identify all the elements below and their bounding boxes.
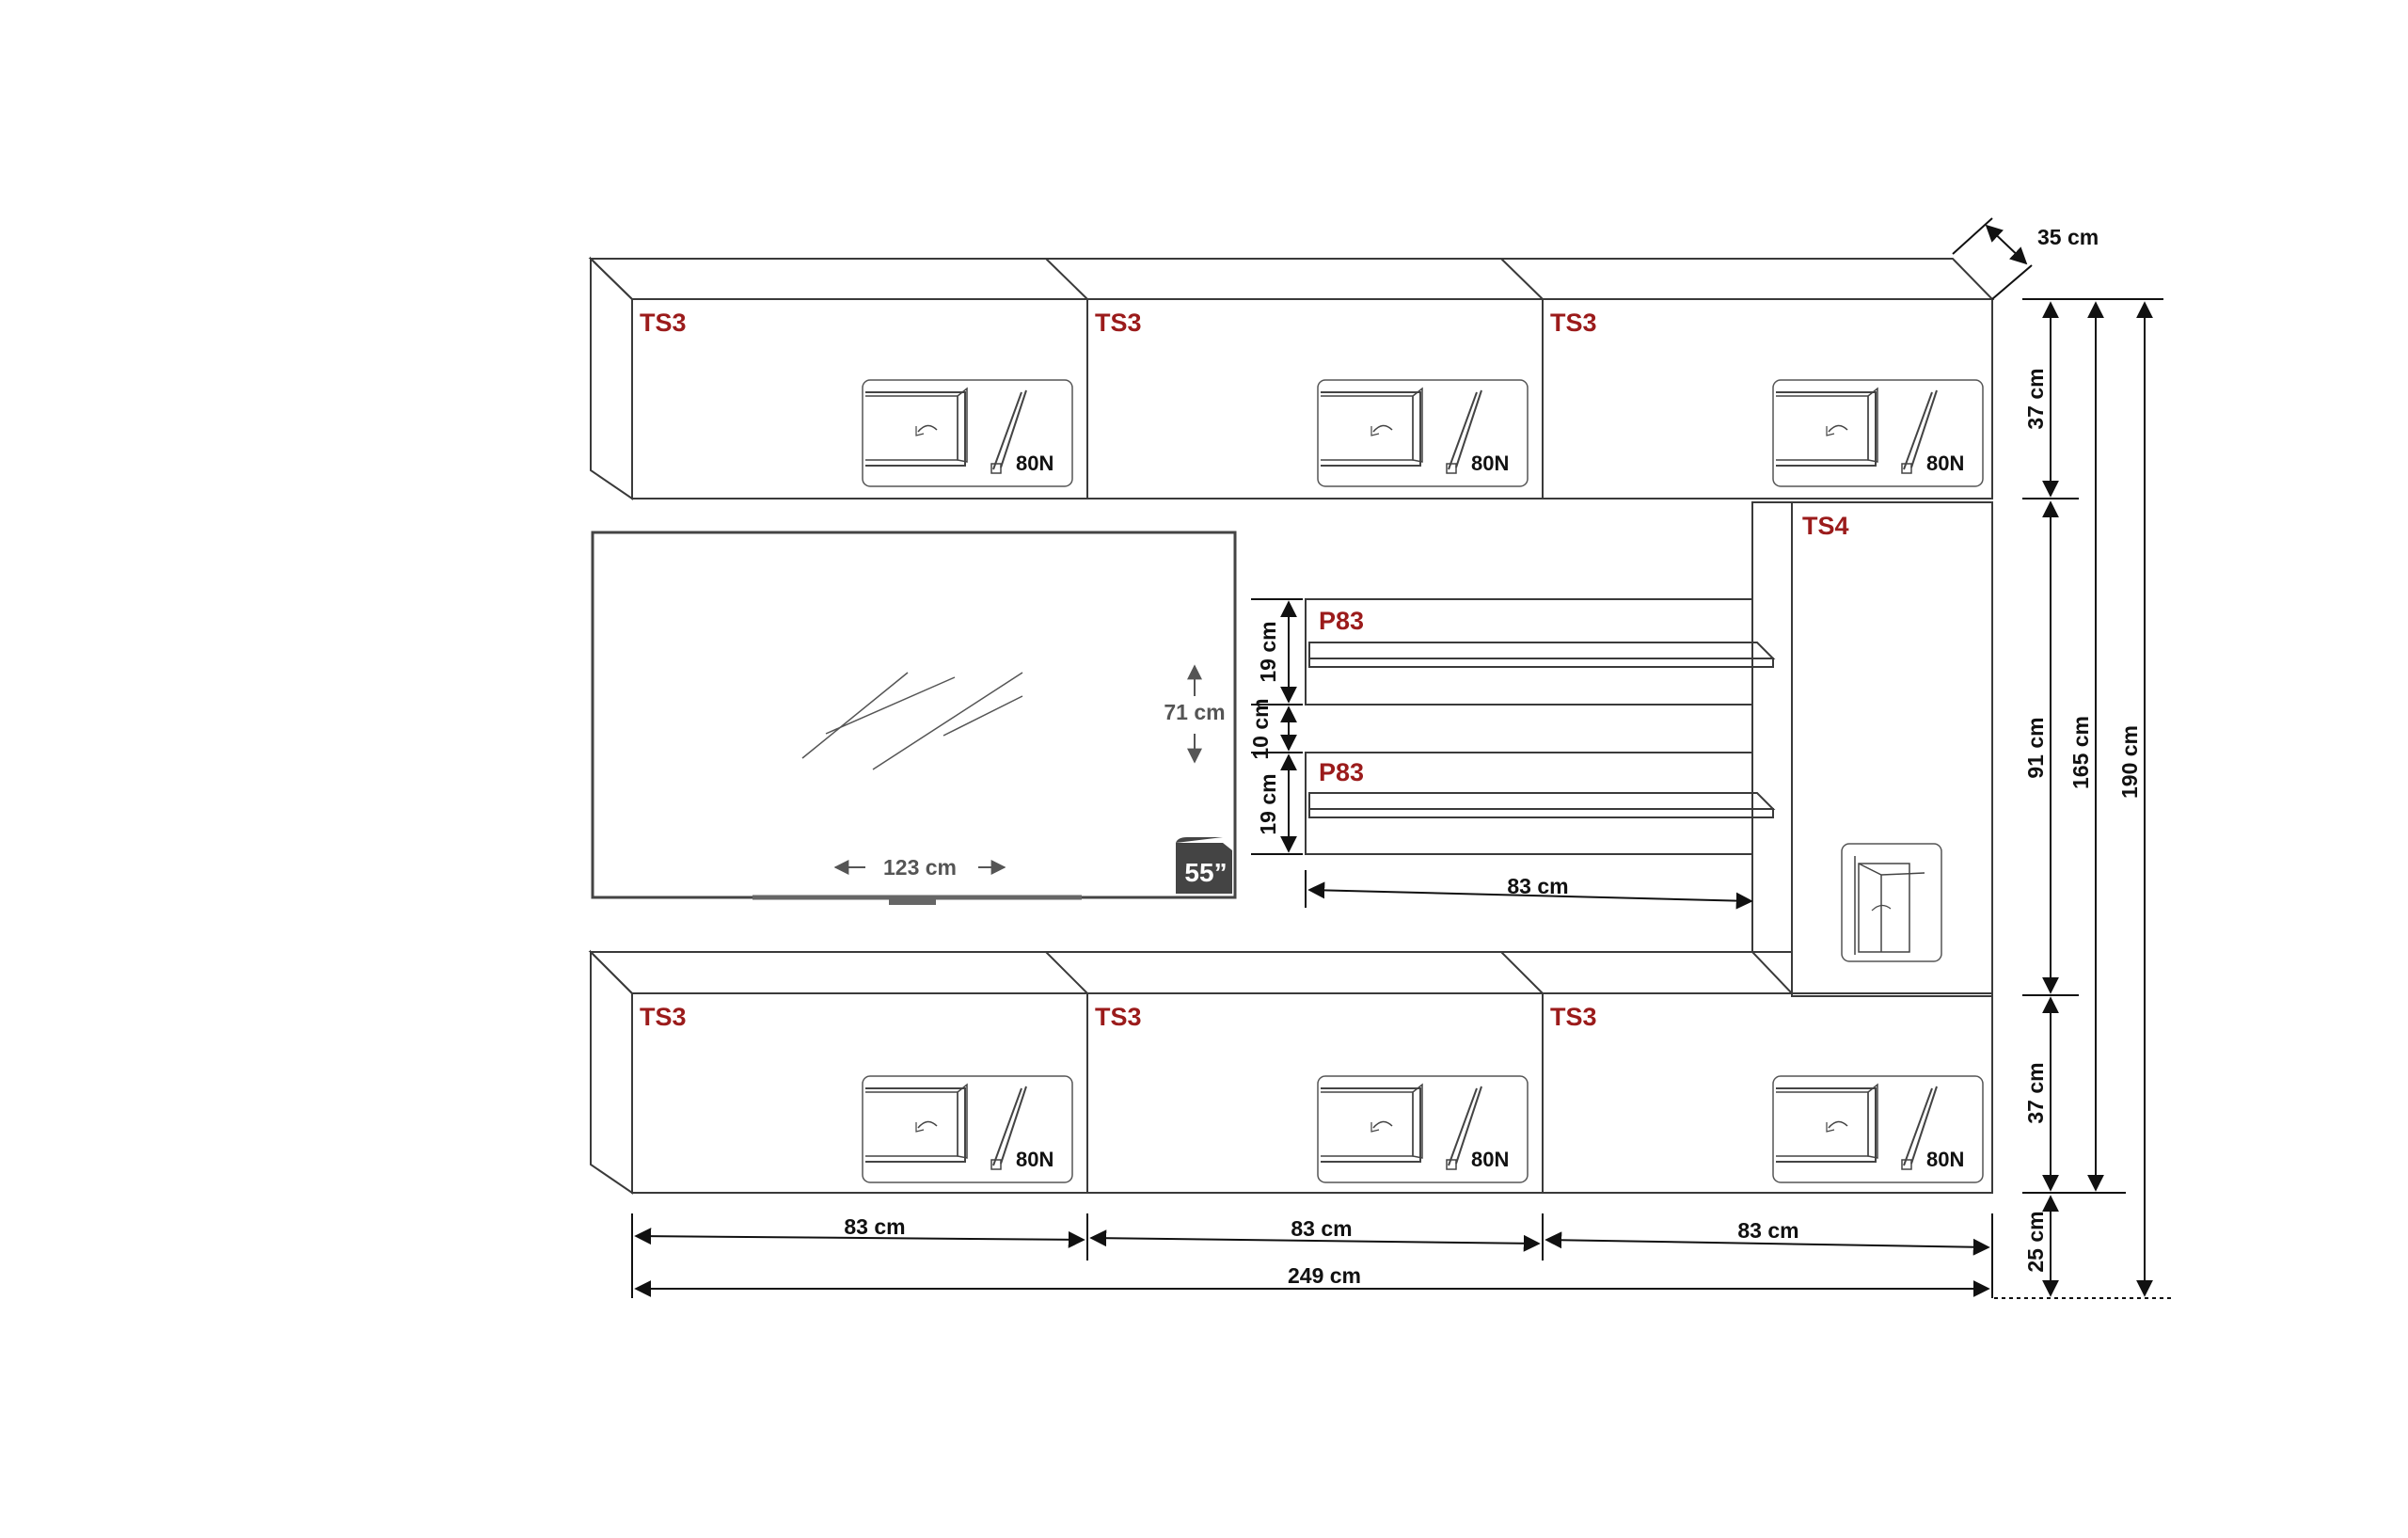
hinge-icon <box>1841 843 1942 962</box>
total-width-label: 249 cm <box>1288 1263 1361 1288</box>
lift-force-label: 80N <box>1471 452 1509 475</box>
tv: 55” 123 cm 71 cm <box>591 531 1237 905</box>
depth-dimension: 35 cm <box>1952 217 2099 300</box>
bottom-cabinet-2-code: TS3 <box>1095 1003 1142 1031</box>
screen-reflection-icon <box>801 672 1023 770</box>
top-cabinet-row: TS3 TS3 TS3 80N 80N 80N <box>588 256 1995 500</box>
top-cabinet-3-code: TS3 <box>1550 309 1597 337</box>
shelf-2-code: P83 <box>1319 758 1364 786</box>
middle-height-label: 91 cm <box>2023 717 2048 778</box>
svg-text:10 cm: 10 cm <box>1248 698 1273 759</box>
bottom-height-label: 37 cm <box>2023 1062 2048 1123</box>
tv-size-label: 55” <box>1184 858 1227 887</box>
lift-force-label: 80N <box>1926 1148 1964 1171</box>
height-dimensions: 37 cm 91 cm 37 cm 25 cm 165 cm 190 cm <box>1994 298 2173 1299</box>
total-height-label: 190 cm <box>2117 725 2142 799</box>
unit-height-label: 165 cm <box>2068 716 2093 789</box>
tall-cabinet-code: TS4 <box>1802 512 1849 540</box>
module-3-width-label: 83 cm <box>1737 1218 1798 1243</box>
tv-width-label: 123 cm <box>883 855 957 880</box>
tall-cabinet: TS4 <box>1751 501 1993 997</box>
width-dimensions: 83 cm 83 cm 83 cm 249 cm <box>631 1213 1993 1298</box>
shelf-width-label: 83 cm <box>1507 874 1568 898</box>
depth-label: 35 cm <box>2037 225 2099 249</box>
floor-gap-label: 25 cm <box>2023 1211 2048 1272</box>
top-cabinet-2-code: TS3 <box>1095 309 1142 337</box>
lift-force-label: 80N <box>1471 1148 1509 1171</box>
lift-force-label: 80N <box>1016 452 1054 475</box>
bottom-cabinet-row: TS3 TS3 TS3 80N 80N 80N <box>588 949 1993 1195</box>
lift-force-label: 80N <box>1016 1148 1054 1171</box>
shelves: P83 P83 83 cm 19 cm 10 cm 19 cm <box>1248 598 1776 910</box>
shelf-gap-label: 10 cm <box>1248 698 1273 759</box>
shelf-2-height-label: 19 cm <box>1256 773 1280 834</box>
lift-force-label: 80N <box>1926 452 1964 475</box>
tv-height-label: 71 cm <box>1164 700 1225 724</box>
module-1-width-label: 83 cm <box>844 1214 905 1239</box>
module-2-width-label: 83 cm <box>1291 1216 1352 1241</box>
shelf-1-code: P83 <box>1319 607 1364 635</box>
shelf-1-height-label: 19 cm <box>1256 621 1280 682</box>
top-height-label: 37 cm <box>2023 368 2048 429</box>
bottom-cabinet-3-code: TS3 <box>1550 1003 1597 1031</box>
bottom-cabinet-1-code: TS3 <box>640 1003 687 1031</box>
top-cabinet-1-code: TS3 <box>640 309 687 337</box>
